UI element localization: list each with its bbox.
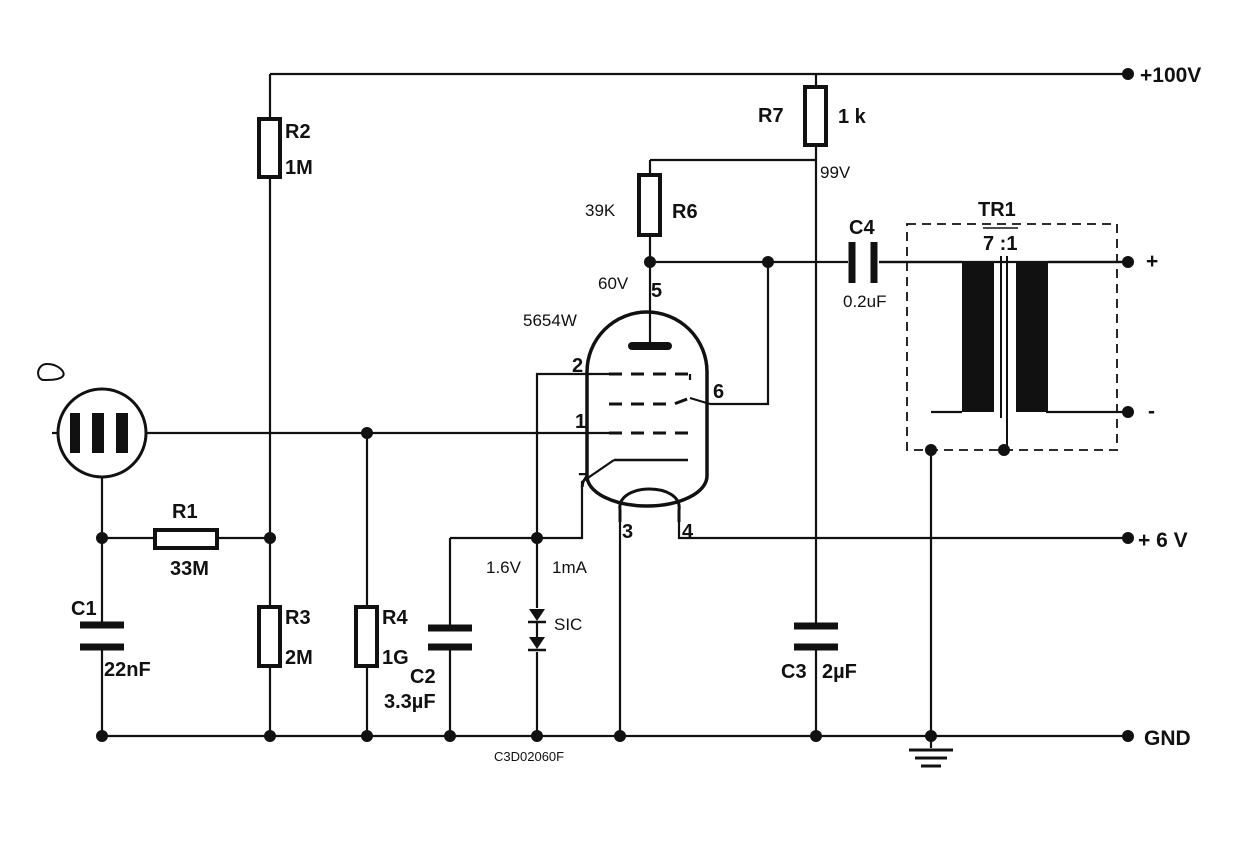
supply-rail-label: +100V bbox=[1140, 64, 1201, 87]
pin-5: 5 bbox=[651, 280, 662, 302]
c1-capacitor bbox=[80, 621, 124, 651]
ground-icon bbox=[909, 736, 953, 768]
c2-name: C2 bbox=[410, 666, 436, 688]
ion-sensor bbox=[37, 362, 148, 479]
r6-resistor bbox=[637, 173, 662, 237]
r7-resistor bbox=[803, 85, 828, 147]
pin-3: 3 bbox=[622, 521, 633, 543]
r2-value: 1M bbox=[285, 157, 313, 179]
pin-2: 2 bbox=[572, 355, 583, 377]
r6-value: 39K bbox=[585, 201, 616, 220]
c2-value: 3.3µF bbox=[384, 691, 436, 713]
r2-resistor bbox=[257, 117, 282, 179]
pin-7: 7 bbox=[578, 470, 589, 492]
r7-value: 1 k bbox=[838, 106, 867, 128]
output-plus-label: + bbox=[1146, 250, 1158, 273]
c4-name: C4 bbox=[849, 217, 875, 239]
tr1-ratio: 7 :1 bbox=[983, 233, 1017, 255]
c3-capacitor bbox=[794, 622, 838, 651]
r7-node-voltage: 99V bbox=[820, 163, 851, 182]
tr1-name: TR1 bbox=[978, 199, 1016, 221]
c4-capacitor bbox=[848, 242, 878, 283]
pin-6: 6 bbox=[713, 381, 724, 403]
sic-diodes bbox=[528, 609, 546, 652]
r1-value: 33M bbox=[170, 558, 209, 580]
c3-name: C3 bbox=[781, 661, 807, 683]
r1-resistor bbox=[153, 528, 219, 550]
pin-4: 4 bbox=[682, 521, 694, 543]
r4-value: 1G bbox=[382, 647, 409, 669]
sensor-mark-icon bbox=[37, 362, 65, 382]
heater-rail-label: + 6 V bbox=[1138, 529, 1188, 552]
r1-name: R1 bbox=[172, 501, 198, 523]
c1-value: 22nF bbox=[104, 659, 151, 681]
r2-name: R2 bbox=[285, 121, 311, 143]
r3-resistor bbox=[257, 605, 282, 668]
tube-name: 5654W bbox=[523, 311, 577, 330]
c3-value: 2µF bbox=[822, 661, 857, 683]
vacuum-tube bbox=[585, 310, 711, 522]
cathode-current: 1mA bbox=[552, 558, 588, 577]
output-minus-label: - bbox=[1148, 400, 1155, 423]
tube-filament bbox=[618, 487, 681, 522]
c2-capacitor bbox=[428, 624, 472, 651]
r4-name: R4 bbox=[382, 607, 408, 629]
r3-name: R3 bbox=[285, 607, 311, 629]
plate-voltage: 60V bbox=[598, 274, 629, 293]
r7-name: R7 bbox=[758, 105, 784, 127]
r3-value: 2M bbox=[285, 647, 313, 669]
ground-rail-label: GND bbox=[1144, 727, 1191, 750]
r4-resistor bbox=[354, 605, 379, 668]
pin-1: 1 bbox=[575, 411, 586, 433]
drawing-code: C3D02060F bbox=[494, 749, 564, 764]
c4-value: 0.2uF bbox=[843, 292, 886, 311]
cathode-voltage: 1.6V bbox=[486, 558, 522, 577]
tr1-transformer bbox=[879, 223, 1128, 451]
r6-name: R6 bbox=[672, 201, 698, 223]
diode-name: SIC bbox=[554, 615, 582, 634]
tube-grid-6 bbox=[609, 396, 691, 406]
c1-name: C1 bbox=[71, 598, 97, 620]
